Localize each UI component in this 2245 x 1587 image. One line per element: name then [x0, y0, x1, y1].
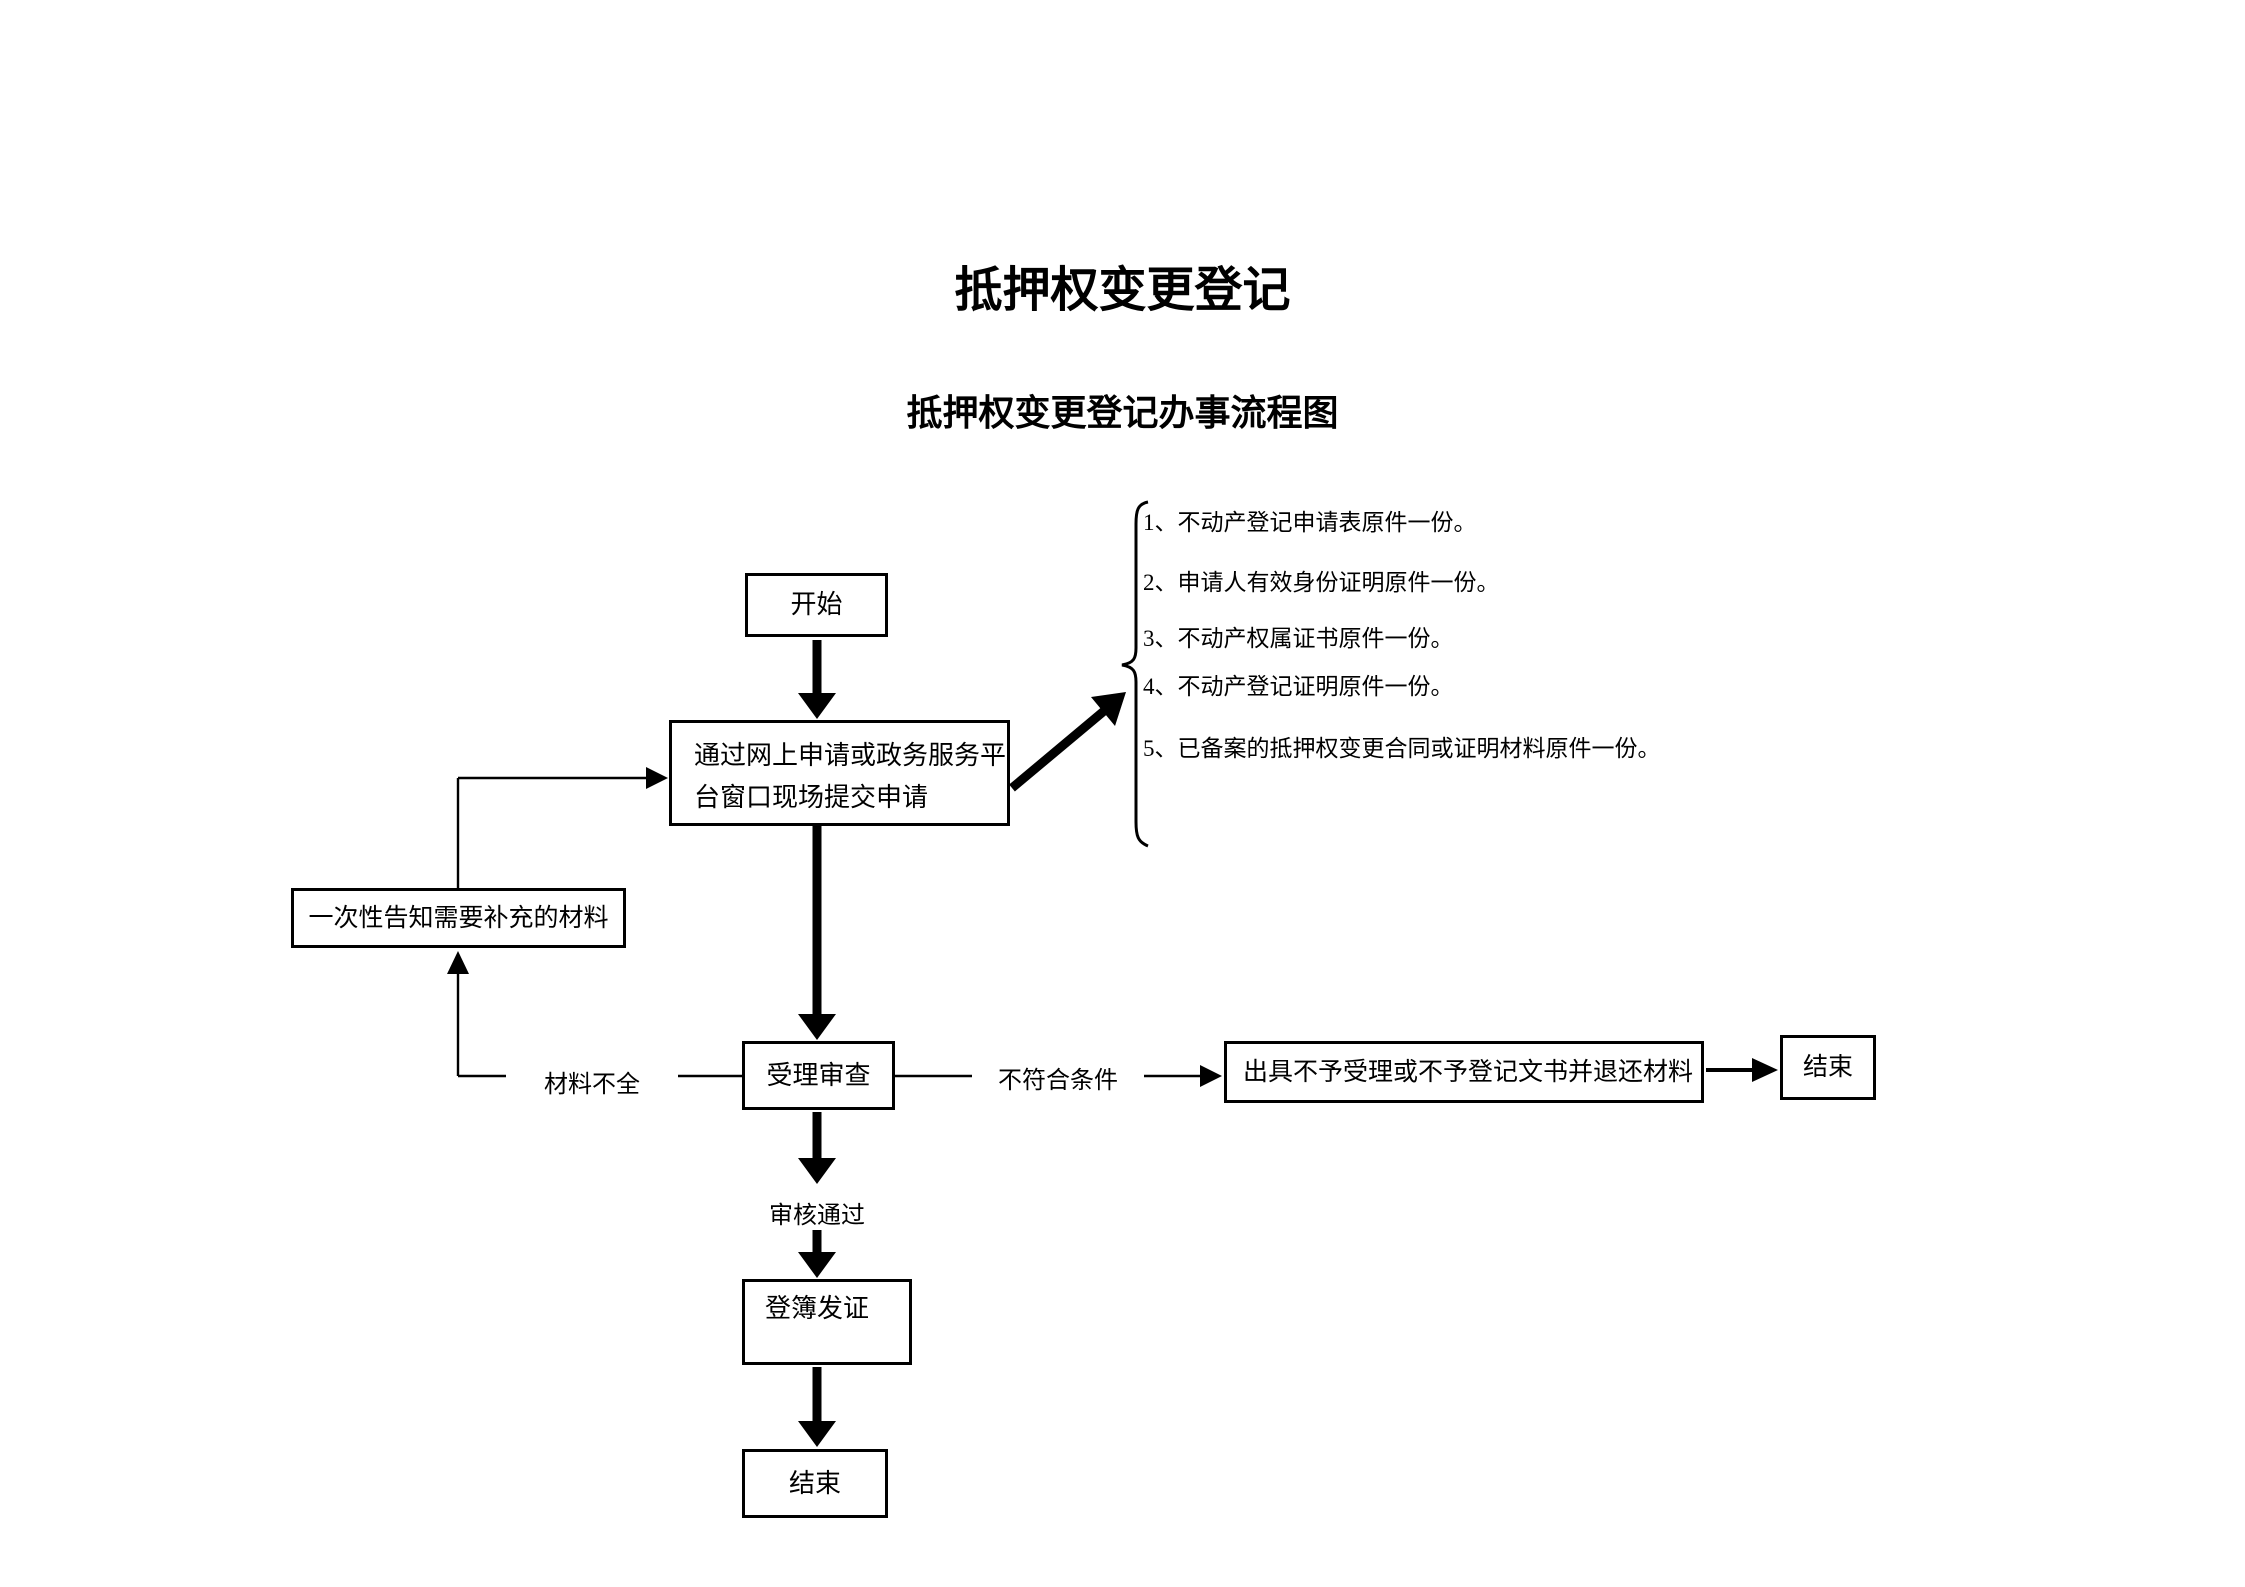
flow-node-reject-label: 出具不予受理或不予登记文书并退还材料	[1243, 1058, 1694, 1086]
page-title: 抵押权变更登记	[954, 264, 1291, 317]
flow-node-register: 登簿发证	[742, 1279, 912, 1365]
arrow-apply-to-review	[798, 826, 836, 1040]
materials-list-item-3: 3、不动产权属证书原件一份。	[1143, 626, 1454, 651]
flow-node-reject: 出具不予受理或不予登记文书并退还材料	[1224, 1041, 1704, 1103]
arrow-register-to-end	[798, 1367, 836, 1447]
flow-node-end-right: 结束	[1780, 1035, 1876, 1100]
flow-node-notify-label: 一次性告知需要补充的材料	[308, 904, 609, 932]
flow-node-apply: 通过网上申请或政务服务平 台窗口现场提交申请	[669, 720, 1010, 826]
materials-list-item-4: 4、不动产登记证明原件一份。	[1143, 674, 1454, 699]
flow-node-apply-line1: 通过网上申请或政务服务平	[694, 741, 1007, 770]
flow-node-end-right-label: 结束	[1802, 1054, 1853, 1081]
arrow-review-down	[798, 1112, 836, 1184]
materials-brace-icon	[1121, 500, 1149, 848]
line-review-to-notify	[447, 951, 742, 1078]
arrow-passed-to-register	[798, 1230, 836, 1278]
edge-label-materials-incomplete: 材料不全	[506, 1062, 678, 1101]
materials-list-item-2: 2、申请人有效身份证明原件一份。	[1143, 570, 1500, 595]
flow-node-start: 开始	[745, 573, 888, 637]
flow-node-review-label: 受理审查	[766, 1060, 871, 1090]
flow-node-review: 受理审查	[742, 1041, 895, 1110]
arrow-reject-to-end	[1706, 1058, 1778, 1082]
arrow-apply-to-materials	[1009, 692, 1126, 792]
materials-list-item-1: 1、不动产登记申请表原件一份。	[1143, 510, 1477, 535]
materials-list-item-5: 5、已备案的抵押权变更合同或证明材料原件一份。	[1143, 736, 1661, 761]
flow-node-apply-line2: 台窗口现场提交申请	[694, 783, 929, 812]
arrow-start-to-apply	[798, 640, 836, 719]
edge-label-not-meet-conditions: 不符合条件	[972, 1058, 1144, 1097]
flow-node-register-label: 登簿发证	[765, 1294, 870, 1323]
line-notify-to-apply	[456, 767, 668, 888]
flow-node-start-label: 开始	[790, 590, 843, 619]
flow-node-notify: 一次性告知需要补充的材料	[291, 888, 626, 948]
flow-node-end-bottom-label: 结束	[788, 1468, 841, 1498]
page-subtitle: 抵押权变更登记办事流程图	[906, 393, 1339, 433]
edge-label-review-passed: 审核通过	[769, 1203, 865, 1229]
flow-node-end-bottom: 结束	[742, 1449, 888, 1518]
